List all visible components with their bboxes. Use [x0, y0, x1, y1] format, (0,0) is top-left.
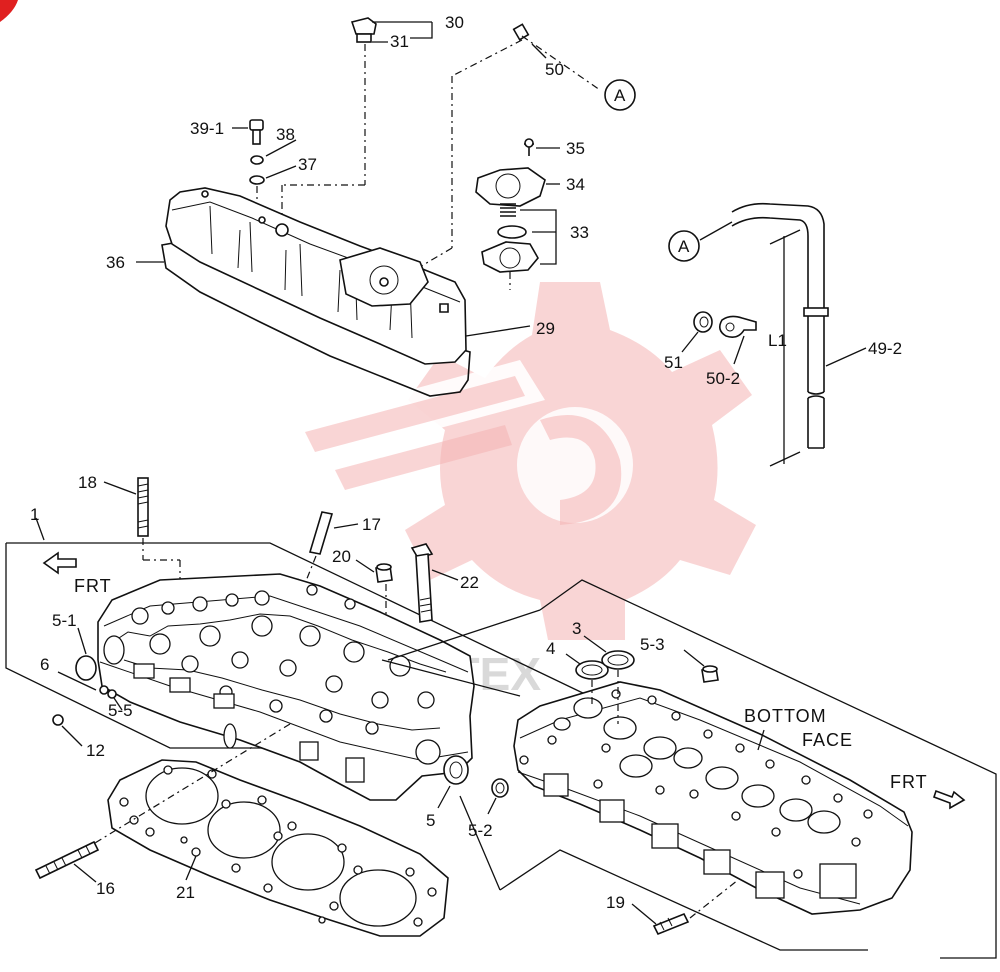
callout-16: 16 [96, 879, 115, 898]
breather-hose [731, 202, 829, 449]
bottom-label: BOTTOM [744, 706, 827, 726]
callout-51: 51 [664, 353, 683, 372]
callout-18: 18 [78, 473, 97, 492]
arrow-left-outline [42, 551, 77, 575]
valve-seat-4 [575, 660, 609, 706]
stud-16 [34, 840, 100, 880]
face-label: FACE [802, 730, 853, 750]
frt-label-right: FRT [890, 772, 928, 792]
callout-1: 1 [30, 505, 39, 524]
callout-19: 19 [606, 893, 625, 912]
plug-5-2 [491, 778, 509, 798]
cylinder-head-top [97, 573, 475, 801]
hose-clip-50-2 [718, 315, 757, 338]
valve-seat-3 [601, 650, 635, 724]
callout-35: 35 [566, 139, 585, 158]
breather-cover-parts [475, 138, 546, 290]
ref-marker-a-right: A [668, 230, 700, 262]
callout-5-2: 5-2 [468, 821, 493, 840]
callout-22: 22 [460, 573, 479, 592]
callout-38: 38 [276, 125, 295, 144]
callout-5-5: 5-5 [108, 701, 133, 720]
breather-fitting [417, 23, 601, 269]
callout-31: 31 [390, 32, 409, 51]
dimension-l1: L1 [768, 229, 801, 467]
plug-5 [443, 755, 469, 785]
valve-cap-20 [375, 563, 393, 620]
stud-19 [652, 912, 690, 936]
callout-5-1: 5-1 [52, 611, 77, 630]
callout-17: 17 [362, 515, 381, 534]
frt-label-left: FRT [74, 576, 112, 596]
callout-50: 50 [545, 60, 564, 79]
head-bolt-22 [410, 543, 434, 623]
hose-fitting-51 [693, 311, 713, 333]
red-corner-mark [0, 0, 18, 22]
ref-marker-a-top: A [604, 79, 636, 111]
callout-20: 20 [332, 547, 351, 566]
plugs-5-5 [99, 685, 117, 699]
cylinder-head-bottom [513, 681, 913, 915]
stud-18 [137, 477, 181, 598]
arrow-right-outline [932, 789, 966, 810]
callout-6: 6 [40, 655, 49, 674]
callout-39-1: 39-1 [190, 119, 224, 138]
callout-36: 36 [106, 253, 125, 272]
callout-49-2: 49-2 [868, 339, 902, 358]
callout-29: 29 [536, 319, 555, 338]
callout-21: 21 [176, 883, 195, 902]
callout-34: 34 [566, 175, 585, 194]
callout-30: 30 [445, 13, 464, 32]
callout-3: 3 [572, 619, 581, 638]
group-outline-left [5, 542, 613, 749]
svg-text:A: A [614, 86, 626, 105]
plug-5-1 [75, 655, 97, 681]
gear-logo-watermark: MHTEX [300, 282, 756, 700]
callout-50-2: 50-2 [706, 369, 740, 388]
head-gasket [107, 759, 449, 937]
callout-33: 33 [570, 223, 589, 242]
callout-4: 4 [546, 639, 555, 658]
valve-cover [161, 187, 471, 397]
callout-5-3: 5-3 [640, 635, 665, 654]
callout-l1: L1 [768, 331, 787, 350]
svg-text:A: A [678, 237, 690, 256]
plug-5-3 [701, 665, 719, 683]
callout-5: 5 [426, 811, 435, 830]
group-outline-right [381, 579, 997, 959]
oil-filler-cap [281, 17, 377, 228]
callout-12: 12 [86, 741, 105, 760]
plug-12 [52, 714, 64, 726]
callout-37: 37 [298, 155, 317, 174]
